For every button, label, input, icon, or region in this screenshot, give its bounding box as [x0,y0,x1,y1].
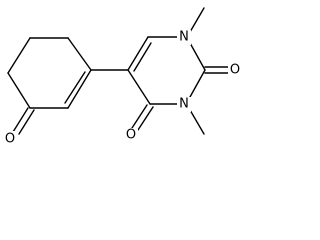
atom-o-bottom: O [126,128,136,143]
bond-c4-o-inner [137,106,154,131]
pyrimidinedione-ring [127,7,229,135]
bond-c4-c5 [127,69,151,105]
bond-c2-n3 [189,69,206,98]
molecule-drawing: O N N O O [3,7,242,147]
cyclohexenone-ring [7,37,92,135]
bond-c5-c6-pyr [127,36,149,71]
bond-c5-c6 [7,72,31,109]
bond-ketone-co [12,107,29,133]
bond-c6-c1 [7,37,31,74]
bond-ketone-co-inner [18,109,35,135]
bond-c2-c3 [67,37,92,71]
bond-n1-c2 [189,42,206,71]
atom-o-ketone: O [5,132,15,147]
atom-o-right: O [230,63,240,78]
bond-c4-o [131,104,148,129]
atom-labels: O N N O O [3,30,242,147]
bond-n1-methyl [189,7,205,33]
bond-c5-c6-pyr-inner [133,42,152,72]
bond-n3-methyl [189,109,205,135]
atom-n-top: N [179,30,189,45]
bond-c3-c4-inner [64,71,86,104]
structure-diagram: O N N O O [3,7,242,147]
bond-c3-c4 [67,69,92,109]
atom-n-bottom: N [179,97,189,112]
